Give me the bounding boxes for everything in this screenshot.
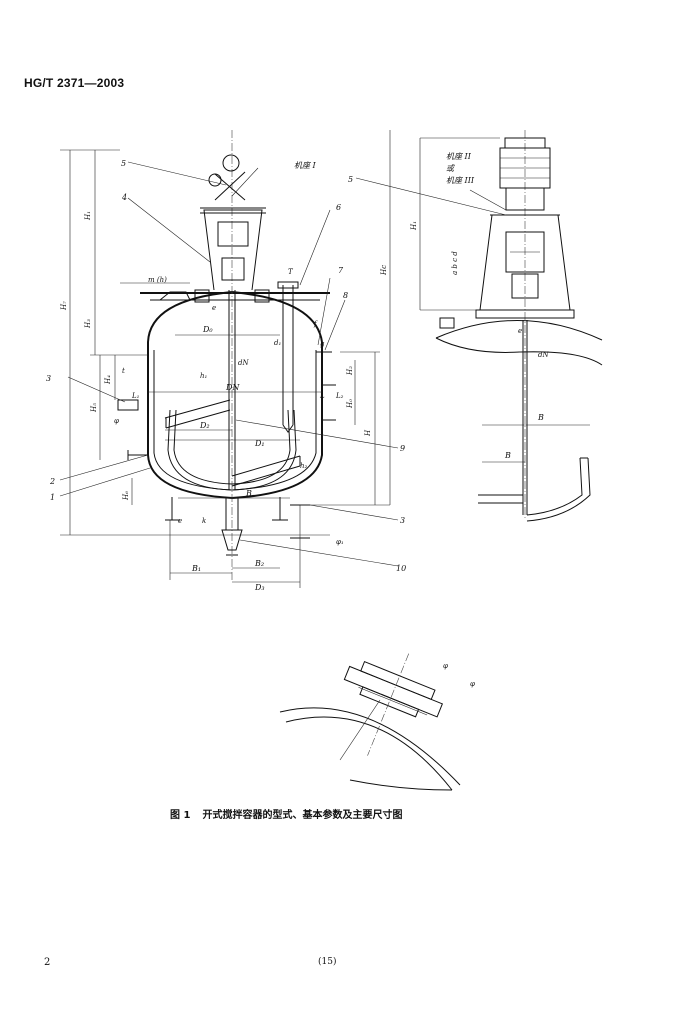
figure-caption-text: 开式搅拌容器的型式、基本参数及主要尺寸图 — [202, 810, 403, 821]
dim-H-right: H₁ — [410, 221, 418, 231]
dim-D0: D₀ — [202, 325, 213, 334]
figure-caption: 图 1 开式搅拌容器的型式、基本参数及主要尺寸图 — [170, 806, 414, 821]
dim-H1: H₁ — [84, 211, 92, 221]
dim-H7: H₇ — [60, 301, 68, 311]
callout-model-2: 机座 II — [446, 152, 472, 161]
dim-D3: D₃ — [254, 583, 265, 592]
dim-B: B — [245, 489, 252, 498]
dim-phi: φ — [114, 417, 119, 425]
callout-6: 6 — [336, 203, 341, 212]
dim-H3: H₃ — [84, 319, 92, 329]
callout-5b: 5 — [348, 175, 353, 184]
dim-B2: B₂ — [254, 559, 264, 568]
callout-2: 2 — [49, 477, 55, 486]
dim-e-right: e — [518, 327, 522, 335]
detail-label-b: φ — [470, 680, 475, 688]
dim-h1: h₁ — [200, 372, 208, 380]
detail-label-a: φ — [443, 662, 448, 670]
standard-code: HG/T 2371—2003 — [24, 76, 125, 90]
detail-view — [279, 653, 461, 791]
figure-caption-label: 图 1 — [170, 810, 191, 821]
dim-H6: H₆ — [122, 491, 130, 501]
callout-9: 9 — [400, 444, 405, 453]
callout-3b: 3 — [400, 516, 405, 525]
dim-e2: e — [178, 517, 182, 525]
dim-e: e — [212, 304, 216, 312]
dim-Hc: Hc — [380, 265, 388, 276]
main-vessel-view — [59, 130, 399, 588]
dim-f: f — [313, 320, 318, 328]
callout-4: 4 — [121, 193, 127, 202]
dim-L: L — [319, 392, 325, 400]
dim-D1: D₁ — [254, 439, 265, 448]
dim-t: t — [122, 367, 125, 375]
dim-letters: a b c d — [451, 251, 459, 275]
dim-DN: DN — [225, 383, 240, 392]
dim-k: k — [202, 517, 206, 525]
dim-H5: H₅ — [90, 403, 98, 413]
dim-H: H — [364, 429, 372, 437]
dim-m-h: m (h) — [148, 276, 167, 284]
dim-B-right1: B — [537, 413, 544, 422]
callout-model-1: 机座 I — [294, 161, 317, 170]
dim-dN-right: dN — [538, 351, 549, 359]
dim-d1: d₁ — [274, 339, 281, 347]
dim-g: g — [320, 340, 325, 348]
page-folio: (15) — [318, 957, 337, 967]
dim-h2: h₂ — [300, 462, 308, 470]
dim-H2: H₂ — [346, 366, 354, 376]
callout-model-or: 或 — [446, 164, 455, 173]
dim-H4: H₄ — [104, 375, 112, 385]
callout-1: 1 — [50, 493, 55, 502]
dim-B-right2: B — [504, 451, 511, 460]
callout-model-3: 机座 III — [446, 176, 475, 185]
callout-7: 7 — [338, 266, 344, 275]
dim-phi1: φ₁ — [336, 538, 344, 546]
dim-B1: B₁ — [191, 564, 201, 573]
page-number: 2 — [44, 957, 51, 968]
callout-5: 5 — [121, 159, 126, 168]
dim-T: T — [288, 268, 294, 276]
callout-3: 3 — [46, 374, 51, 383]
dim-L2: L₂ — [335, 392, 344, 400]
dim-Hd: H₀ — [346, 399, 354, 409]
dim-D2: D₂ — [199, 421, 210, 430]
drive-model-view — [355, 130, 603, 522]
dim-L1: L₁ — [131, 392, 140, 400]
callout-8: 8 — [343, 291, 348, 300]
dim-dN: dN — [238, 359, 249, 367]
callout-10: 10 — [396, 564, 406, 573]
